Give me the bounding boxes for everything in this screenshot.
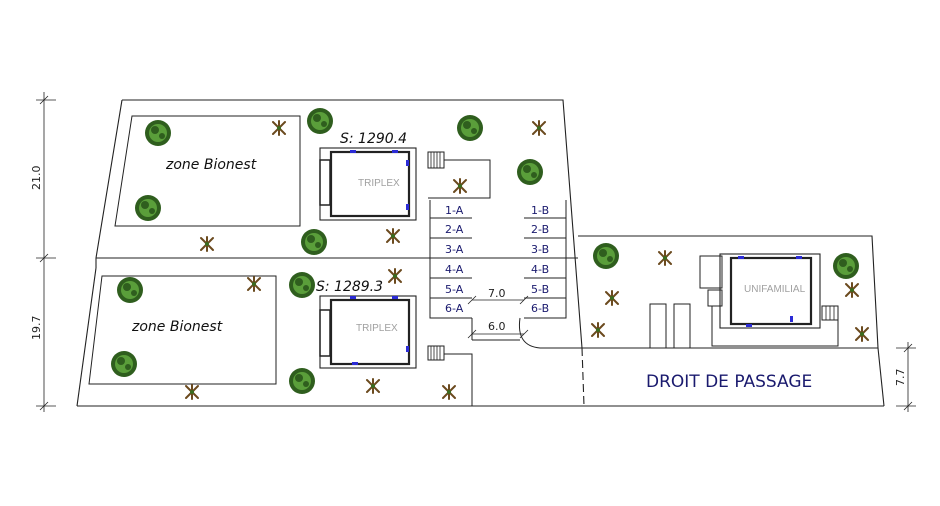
tree-icon bbox=[301, 229, 327, 255]
tree-icon bbox=[307, 108, 333, 134]
dimension-passage-width: 7.7 bbox=[894, 369, 907, 387]
shrub-icon bbox=[532, 120, 546, 136]
trees bbox=[111, 108, 859, 394]
triplex-building-top: TRIPLEX bbox=[319, 147, 491, 221]
tree-icon bbox=[135, 195, 161, 221]
tree-icon bbox=[517, 159, 543, 185]
dimension-aisle-upper: 7.0 bbox=[488, 287, 506, 300]
tree-icon bbox=[117, 277, 143, 303]
parking-stalls-left: 1-A 2-A 3-A 4-A 5-A 6-A bbox=[445, 204, 464, 315]
bionest-label-bottom: zone Bionest bbox=[131, 319, 223, 335]
stall-label: 5-A bbox=[445, 283, 464, 296]
parking-stalls-right: 1-B 2-B 3-B 4-B 5-B 6-B bbox=[531, 204, 549, 315]
driveway-lines bbox=[649, 303, 691, 348]
stall-label: 5-B bbox=[531, 283, 549, 296]
shrub-icon bbox=[845, 282, 859, 298]
tree-icon bbox=[145, 120, 171, 146]
shrub-icon bbox=[591, 322, 605, 338]
dimension-lot-bottom: 19.7 bbox=[30, 316, 43, 341]
shrub-icon bbox=[605, 290, 619, 306]
shrub-icon bbox=[442, 384, 456, 400]
area-label-bottom: S: 1289.3 bbox=[316, 279, 383, 295]
left-dimension-line bbox=[36, 92, 56, 412]
stall-label: 3-B bbox=[531, 243, 549, 256]
aisle-dimensions bbox=[467, 295, 529, 339]
stall-label: 1-A bbox=[445, 204, 464, 217]
shrub-icon bbox=[453, 178, 467, 194]
tree-icon bbox=[111, 351, 137, 377]
shrubs bbox=[185, 120, 869, 400]
stall-label: 3-A bbox=[445, 243, 464, 256]
shrub-icon bbox=[386, 228, 400, 244]
stall-label: 4-A bbox=[445, 263, 464, 276]
triplex-label-top: TRIPLEX bbox=[358, 178, 400, 189]
bionest-zone-bottom: zone Bionest bbox=[88, 275, 277, 385]
shrub-icon bbox=[272, 120, 286, 136]
area-label-top: S: 1290.4 bbox=[340, 131, 407, 147]
stall-label: 2-B bbox=[531, 223, 549, 236]
triplex-label-bottom: TRIPLEX bbox=[356, 323, 398, 334]
tree-icon bbox=[289, 272, 315, 298]
shrub-icon bbox=[366, 378, 380, 394]
triplex-building-bottom: TRIPLEX bbox=[319, 295, 473, 406]
shrub-icon bbox=[200, 236, 214, 252]
shrub-icon bbox=[658, 250, 672, 266]
stall-label: 6-B bbox=[531, 302, 549, 315]
lot-lines bbox=[76, 99, 885, 407]
unifamilial-building: UNIFAMILIAL bbox=[699, 253, 839, 347]
shrub-icon bbox=[388, 268, 402, 284]
shrub-icon bbox=[185, 384, 199, 400]
shrub-icon bbox=[247, 276, 261, 292]
dimension-lot-top: 21.0 bbox=[30, 166, 43, 191]
stall-label: 6-A bbox=[445, 302, 464, 315]
bionest-label-top: zone Bionest bbox=[165, 157, 257, 173]
parking-area bbox=[429, 200, 582, 349]
tree-icon bbox=[833, 253, 859, 279]
stall-label: 2-A bbox=[445, 223, 464, 236]
tree-icon bbox=[593, 243, 619, 269]
stall-label: 4-B bbox=[531, 263, 549, 276]
stall-label: 1-B bbox=[531, 204, 549, 217]
tree-icon bbox=[457, 115, 483, 141]
tree-icon bbox=[289, 368, 315, 394]
right-of-way-label: DROIT DE PASSAGE bbox=[646, 372, 812, 392]
unifamilial-label: UNIFAMILIAL bbox=[744, 284, 806, 295]
shrub-icon bbox=[855, 326, 869, 342]
bionest-zone-top: zone Bionest bbox=[114, 115, 301, 227]
dimension-aisle-lower: 6.0 bbox=[488, 320, 506, 333]
right-dimension-line bbox=[896, 342, 916, 412]
